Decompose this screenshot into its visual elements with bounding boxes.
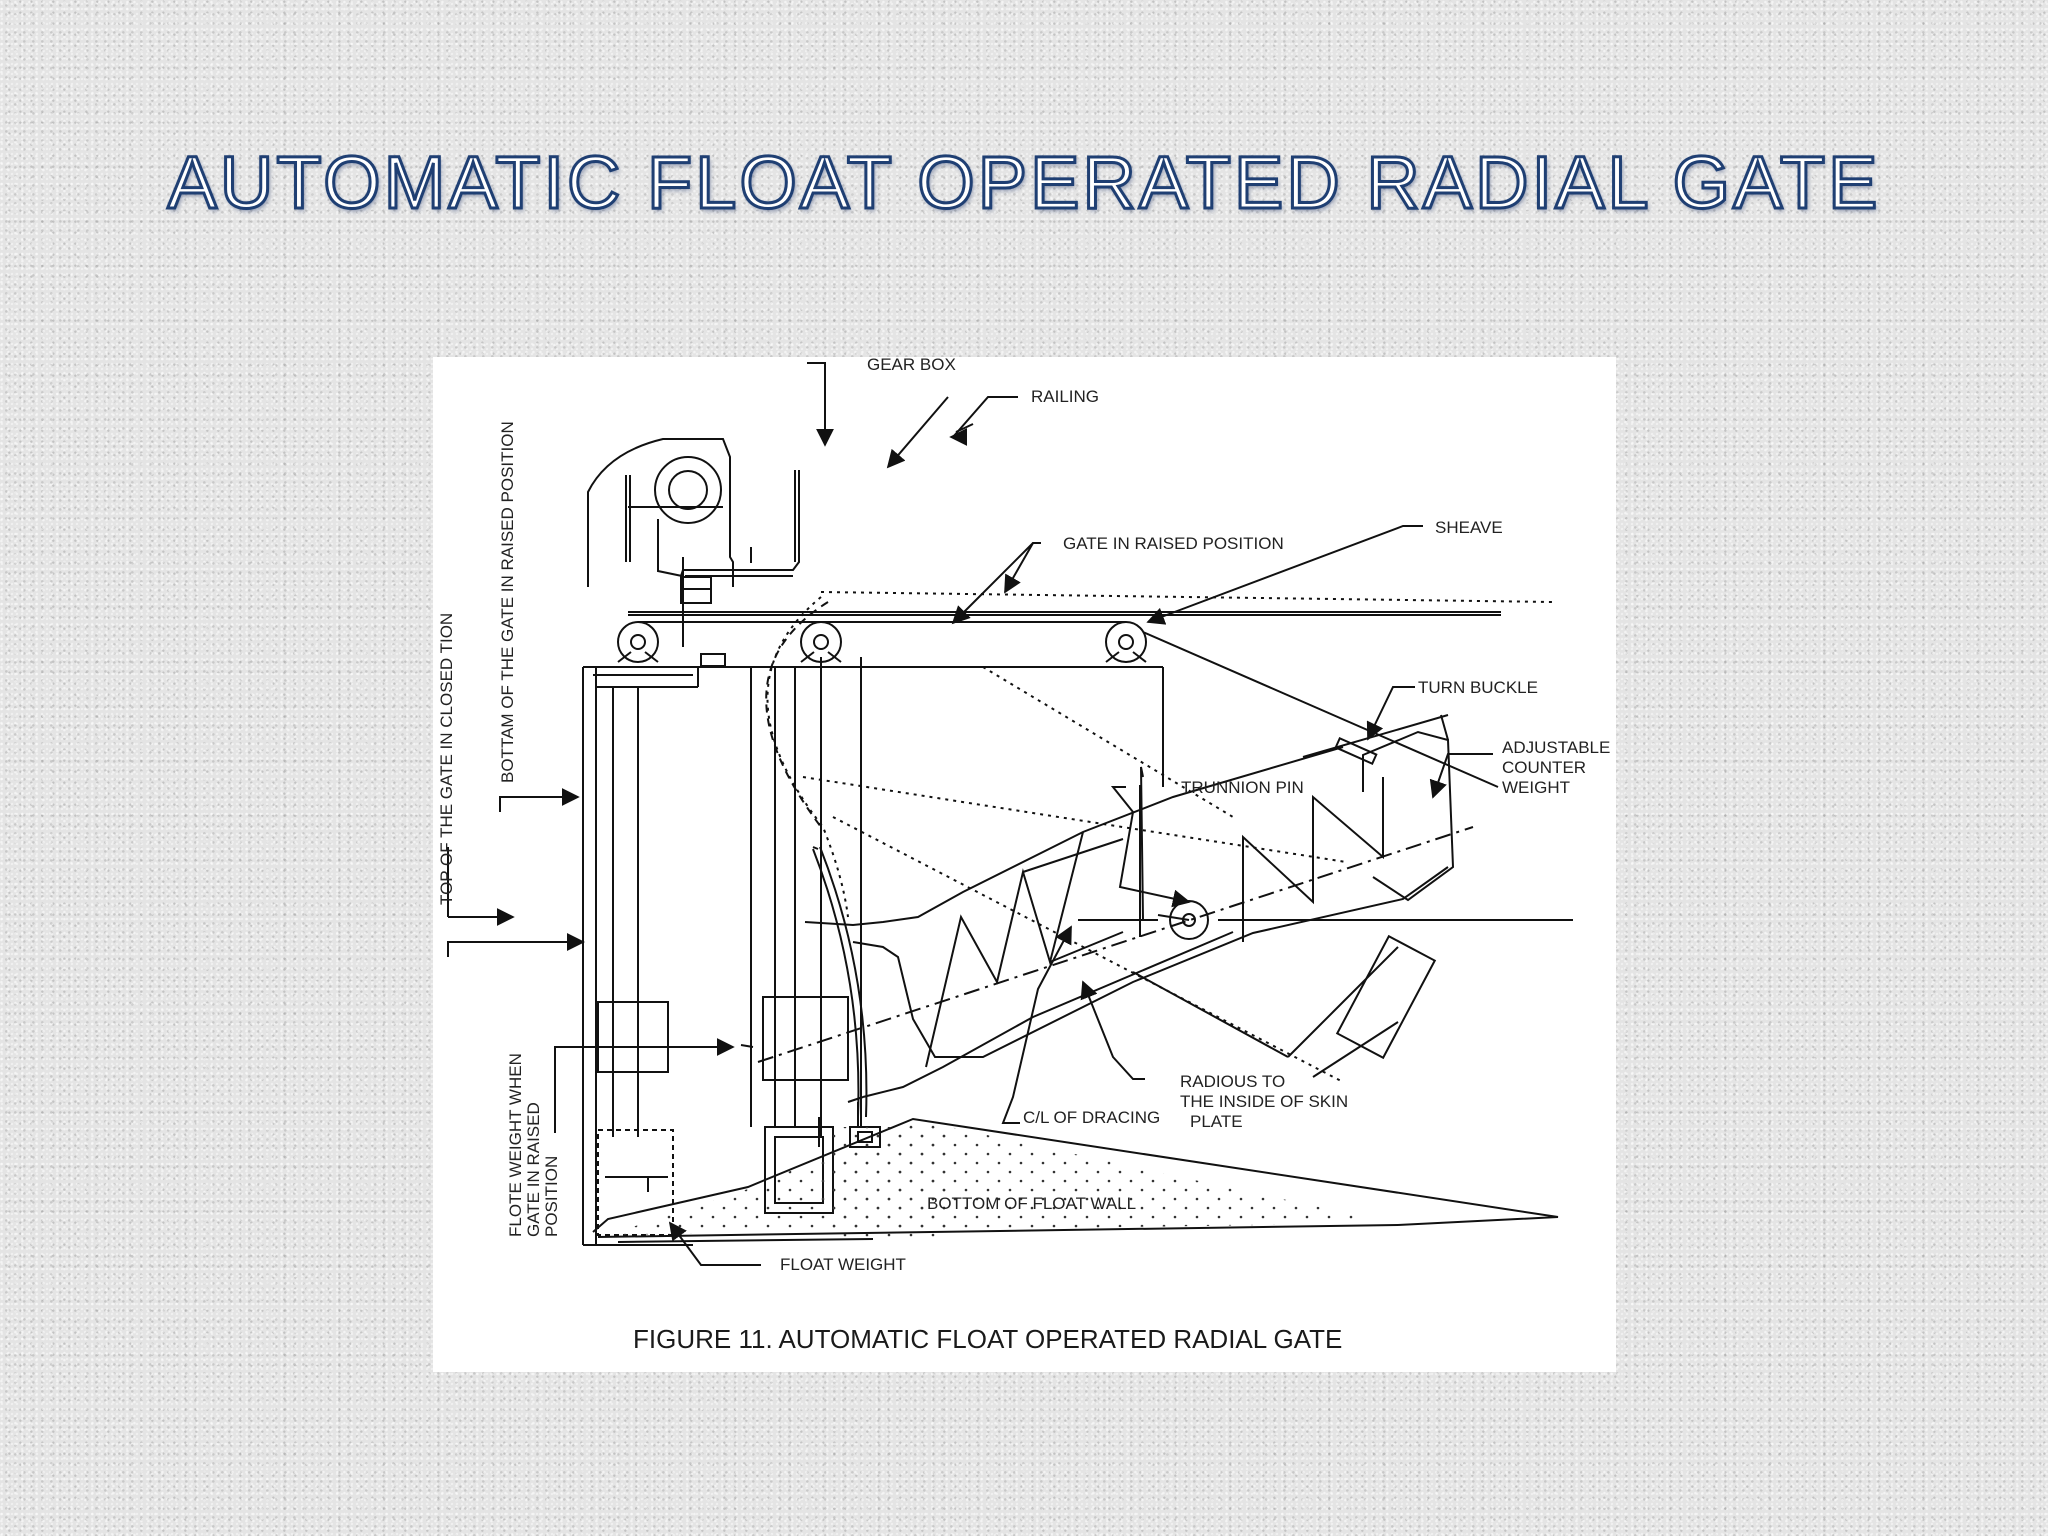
label-gate-raised: GATE IN RAISED POSITION [1063, 534, 1284, 553]
label-radius-1: RADIOUS TO [1180, 1072, 1285, 1091]
figure-caption: FIGURE 11. AUTOMATIC FLOAT OPERATED RADI… [633, 1324, 1342, 1354]
label-top-closed: TOP OF THE GATE IN CLOSED TION [437, 613, 456, 905]
label-radius-3: PLATE [1190, 1112, 1243, 1131]
slide-title: AUTOMATIC FLOAT OPERATED RADIAL GATE [166, 140, 1881, 226]
label-float-weight: FLOAT WEIGHT [780, 1255, 906, 1274]
label-gear-box: GEAR BOX [867, 357, 956, 374]
centerline-bracing [757, 826, 1474, 1063]
label-counter-weight-1: ADJUSTABLE [1502, 738, 1610, 757]
label-counter-weight-2: COUNTER [1502, 758, 1586, 777]
radial-gate-diagram: GEAR BOX RAILING SHEAVE GATE IN RAISED P… [437, 357, 1610, 1354]
leader-lines [447, 362, 1493, 1266]
float-wall-fill [608, 1119, 1393, 1235]
label-flote-weight-2: GATE IN RAISED [524, 1102, 543, 1237]
figure-panel: GEAR BOX RAILING SHEAVE GATE IN RAISED P… [433, 357, 1616, 1372]
pointer-tick [740, 1044, 754, 1048]
label-radius-2: THE INSIDE OF SKIN [1180, 1092, 1348, 1111]
label-cl-bracing: C/L OF DRACING [1023, 1108, 1160, 1127]
label-bottom-float-wall: BOTTOM OF FLOAT WALL [927, 1194, 1136, 1213]
label-flote-weight-3: POSITION [542, 1156, 561, 1237]
raised-position-lines [765, 591, 1554, 1083]
label-flote-weight-1: FLOTE WEIGHT WHEN [506, 1053, 525, 1237]
label-bottom-raised: BOTTAM OF THE GATE IN RAISED POSITION [498, 421, 517, 783]
label-railing: RAILING [1031, 387, 1099, 406]
label-sheave: SHEAVE [1435, 518, 1503, 537]
structure-lines [582, 438, 1573, 1246]
float-pad-fill [833, 1127, 953, 1237]
label-turn-buckle: TURN BUCKLE [1418, 678, 1538, 697]
label-trunnion-pin: TRUNNION PIN [1181, 778, 1304, 797]
label-counter-weight-3: WEIGHT [1502, 778, 1570, 797]
